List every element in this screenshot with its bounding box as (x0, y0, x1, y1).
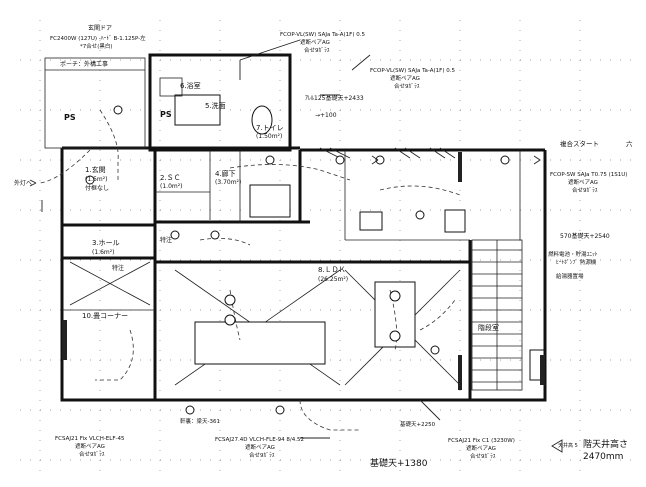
bathtub (249, 184, 291, 218)
beam-note: 軒裏：梁天-361 (180, 417, 220, 425)
fcop-top-1: FCOP-VL(SW) SAJa Ta-A(1F) 0.5 (280, 32, 365, 38)
sink (359, 211, 383, 231)
stairs-label: 階段室 (478, 323, 499, 332)
ps-label: PS (160, 110, 172, 119)
bottom-right-spec-c: 合せ9ｶﾞﾗｽ (470, 452, 496, 460)
room-ldk-size: (26.25m²) (318, 276, 348, 283)
room-hall: 3.ホール (92, 239, 120, 247)
room-ldk: 8.ＬＤＫ (318, 266, 346, 274)
ps-label-2: PS (64, 113, 76, 122)
special-label: 特注 (160, 236, 172, 244)
mark-100: →+100 (315, 112, 337, 119)
door-title: 玄関ドア (88, 24, 112, 32)
base-2250: 基礎天+2250 (400, 420, 436, 428)
room-bath: 6.浴室 (180, 81, 201, 90)
meter-label: 給湯器置場 (556, 272, 584, 280)
outdoor-light-label: 外灯へ (14, 179, 32, 187)
bottom-mid-spec-c: 合せ9ｶﾞﾗｽ (249, 451, 275, 459)
room-corridor: 4.廊下 (215, 169, 236, 178)
room-entrance-sub: 付框なし (85, 184, 109, 192)
outlets (85, 105, 510, 415)
room-toilet: 7.トイレ (256, 124, 284, 132)
fukugo-start: 複合スタート (560, 139, 599, 148)
porch-title: ポーチ：外構工事 (60, 60, 108, 68)
ceiling-value: 2470mm (583, 452, 623, 462)
fcop-top-2c: 合せ9ｶﾞﾗｽ (394, 82, 420, 90)
fcop-right-c: 合せ9ｶﾞﾗｽ (572, 186, 598, 194)
ceiling-label: 階天井高さ (583, 438, 628, 450)
base-1380: 基礎天+1380 (370, 457, 428, 469)
room-labels: 1.玄関 (1.5m²) 付框なし 2.ＳＣ (1.0m²) 3.ホール (1.… (64, 81, 499, 332)
door-spec-2: *7合せ(黒白) (80, 42, 113, 50)
fcop-top-2: FCOP-VL(SW) SAJa Ta-A(1F) 0.5 (370, 68, 455, 74)
room-sc-size: (1.0m²) (160, 183, 182, 190)
heat-pump-label: ﾋｰﾄﾎﾟﾝﾌﾟ 熱源機 (556, 258, 597, 266)
top-marks (62, 147, 545, 390)
fuel-cell-label: 燃料電池・貯湯ﾕﾆｯﾄ (548, 250, 598, 258)
room-entrance-size: (1.5m²) (85, 176, 107, 183)
stairs-hatch (471, 239, 523, 391)
furniture (159, 77, 545, 381)
bottom-left-spec-c: 合せ9ｶﾞﾗｽ (79, 450, 105, 458)
interior-walls (62, 148, 521, 400)
room-washroom: 5.洗面 (205, 101, 226, 110)
bottom-left-spec-b: 遮断ペアAG (75, 442, 105, 450)
room-tatami: 10.畳コーナー (82, 312, 128, 320)
ceiling-legend: 天井高 5 階天井高さ 2470mm (551, 438, 628, 462)
fcop-top-2b: 遮断ペアAG (390, 74, 420, 82)
base-2540: 570基礎天+2540 (560, 232, 610, 240)
room-corridor-size: (3.70m²) (215, 179, 241, 186)
arrow-outdoor (29, 155, 541, 212)
bottom-mid-spec-b: 遮断ペアAG (245, 443, 275, 451)
fcop-top-1b: 遮断ペアAG (300, 38, 330, 46)
base-2433: ｱﾚﾙ125基礎天+2433 (305, 94, 364, 102)
bottom-right-spec-b: 遮断ペアAG (466, 444, 496, 452)
kitchen-island (194, 321, 326, 365)
grid-lines (20, 20, 640, 480)
fcop-right-b: 遮断ペアAG (568, 178, 598, 186)
bottom-mid-spec: FCSAJ27.4D VLCH-FLE-94 8/4.52 (215, 437, 304, 443)
room-hall-size: (1.6m²) (92, 249, 114, 256)
room-special: 特注 (112, 264, 124, 272)
toilet (251, 105, 273, 135)
bottom-left-spec: FCSAJ21 Fix VLCH-ELF-45 (55, 436, 125, 442)
wiring (39, 39, 461, 439)
ceiling-small-label: 天井高 5 (558, 442, 578, 449)
door-spec: FC2400W (127U) -ﾊｰﾄﾞ B-1.125P-左 (50, 34, 146, 42)
annotations: 玄関ドア FC2400W (127U) -ﾊｰﾄﾞ B-1.125P-左 *7合… (14, 24, 633, 469)
room-entrance: 1.玄関 (85, 165, 106, 174)
bottom-right-spec: FCSAJ21 Fix C1 (3230W) (448, 438, 515, 444)
room-toilet-size: (1.50m²) (256, 133, 282, 140)
room-sc: 2.ＳＣ (160, 174, 181, 182)
fcop-right: FCOP-SW SAJa T0.75 (1S1U) (550, 172, 627, 178)
fukugo-suffix: 六 (626, 139, 633, 148)
outer-walls (44, 53, 547, 402)
fcop-top-1c: 合せ9ｶﾞﾗｽ (304, 46, 330, 54)
